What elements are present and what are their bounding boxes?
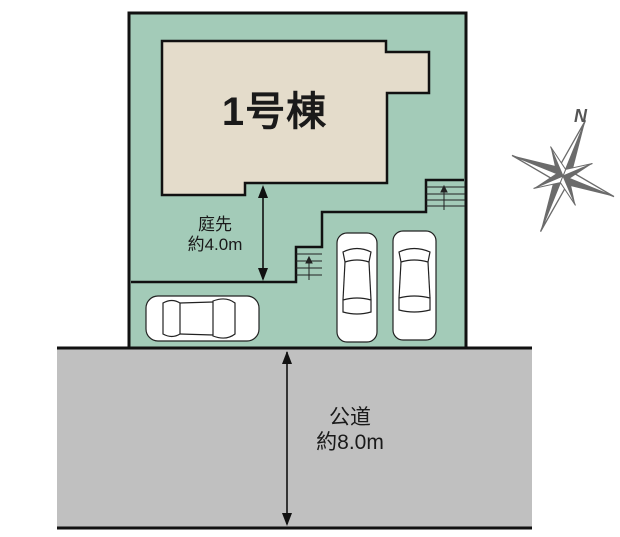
car-icon (336, 232, 378, 343)
stairs-lower (296, 253, 322, 280)
yard-label-line2: 約4.0m (187, 235, 243, 255)
compass-rose-icon (511, 120, 615, 232)
yard-depth-arrow (258, 185, 268, 281)
stairs-upper (426, 184, 465, 210)
building-label: 1号棟 (221, 90, 328, 134)
road-width-arrow (282, 351, 292, 526)
road-label: 公道 約8.0m (280, 405, 420, 455)
car-icon (145, 295, 260, 342)
road-label-line1: 公道 (329, 406, 371, 429)
building (160, 39, 431, 197)
yard-depth-label: 庭先 約4.0m (160, 215, 270, 256)
road-label-line2: 約8.0m (316, 431, 384, 455)
yard-label-line1: 庭先 (198, 215, 232, 234)
north-label: N (574, 106, 587, 126)
car-icon (392, 230, 437, 341)
public-road (57, 346, 532, 530)
